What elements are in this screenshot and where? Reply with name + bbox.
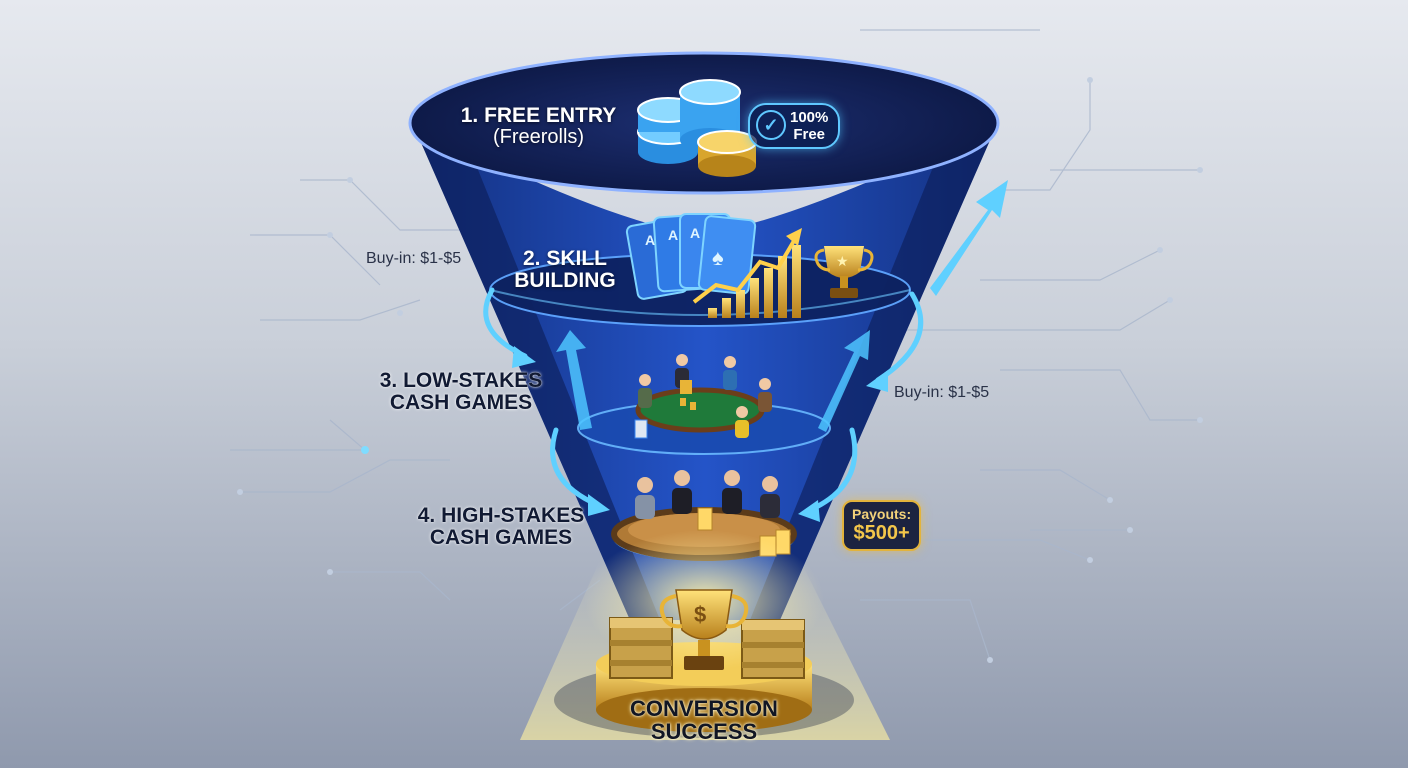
poker-chips-icon: [637, 79, 757, 177]
players-icon: [635, 470, 780, 519]
svg-text:A: A: [645, 232, 655, 248]
money-stack-icon: [609, 617, 805, 679]
svg-text:A: A: [690, 225, 700, 241]
final-line1: CONVERSION: [630, 696, 778, 721]
buyin-right-label: Buy-in: $1-$5: [894, 384, 990, 401]
payouts-label: Payouts:: [852, 506, 912, 522]
stage4-number: 4.: [417, 504, 436, 527]
final-line2: SUCCESS: [650, 719, 758, 745]
trophy-icon: ★: [814, 246, 874, 298]
cycle-arrowheads: [512, 346, 888, 522]
stage4-label: 4. HIGH-STAKES CASH GAMES: [404, 504, 598, 550]
up-arrows: [556, 180, 1008, 432]
stage3-title-line2: CASH GAMES: [389, 391, 533, 415]
payouts-value: $500+: [853, 522, 910, 544]
svg-text:$: $: [694, 602, 706, 627]
stage4-title-line2: CASH GAMES: [429, 526, 573, 550]
stage1-number: 1.: [460, 104, 479, 127]
growth-chart-icon: [692, 228, 802, 318]
stage3-number: 3.: [379, 369, 398, 392]
players-icon: [638, 354, 772, 438]
stage3-title-line1: LOW-STAKES: [403, 369, 543, 392]
poker-chips-icon: [634, 380, 692, 439]
free-badge-line2: Free: [793, 126, 826, 143]
trophy-icon: $: [659, 589, 749, 670]
free-badge: ✓ 100% Free: [748, 103, 841, 149]
buyin-left-label: Buy-in: $1-$5: [366, 250, 462, 267]
payouts-badge: Payouts: $500+: [842, 500, 922, 551]
svg-text:A: A: [668, 227, 678, 243]
stage2-title-line1: SKILL: [546, 247, 608, 270]
stage1-title: FREE ENTRY: [484, 104, 617, 127]
stage1-subtitle: (Freerolls): [492, 126, 585, 149]
free-badge-line1: 100%: [790, 109, 829, 126]
svg-text:♠: ♠: [712, 245, 724, 270]
stage4-title-line1: HIGH-STAKES: [441, 504, 585, 527]
conversion-success-label: CONVERSION SUCCESS: [604, 697, 804, 743]
svg-text:★: ★: [836, 254, 849, 270]
stage2-title-line2: BUILDING: [514, 269, 616, 293]
stage2-label: 2. SKILL BUILDING: [505, 247, 625, 293]
stage2-number: 2.: [522, 247, 541, 270]
checkmark-icon: ✓: [756, 110, 786, 140]
circuit-lines: [230, 29, 1200, 661]
circuit-nodes: [237, 77, 1203, 663]
stage1-label: 1. FREE ENTRY (Freerolls): [456, 104, 621, 149]
playing-cards-icon: A A A ♠: [625, 213, 757, 300]
stage3-label: 3. LOW-STAKES CASH GAMES: [366, 369, 556, 415]
